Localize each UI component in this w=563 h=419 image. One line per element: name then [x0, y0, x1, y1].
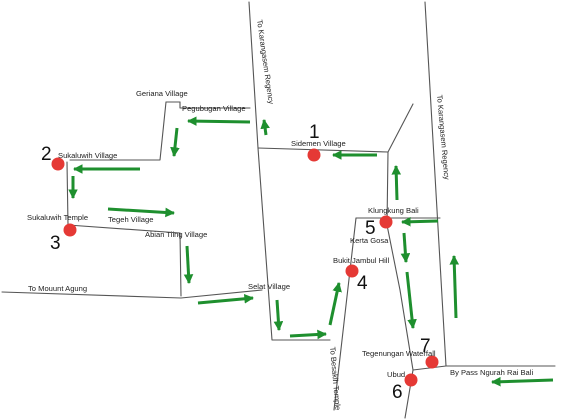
label-bukit-jambul-hill: Bukit Jambul Hill	[333, 256, 389, 265]
road-besakih	[333, 217, 357, 411]
road-karangasem-east	[424, 1, 556, 367]
road-to-karangasem-north	[248, 1, 331, 341]
stop-number: 7	[420, 336, 431, 357]
route-arrow	[405, 271, 417, 329]
label-ubud: Ubud	[387, 370, 405, 379]
stop-number: 6	[392, 382, 403, 403]
label-to-karangasem-regency: To Karangasem Regency	[255, 19, 276, 105]
road-geriana	[165, 101, 251, 109]
route-arrow	[273, 299, 284, 331]
label-to-karangasem-regency-east: To Karangasem Regency	[435, 94, 451, 180]
label-selat-village: Selat Village	[248, 282, 290, 291]
label-to-mount-agung: To Mouunt Agung	[28, 284, 87, 293]
label-tegenungan-waterfall: Tegenungan Waterfall	[362, 349, 436, 358]
stop-number: 3	[50, 233, 61, 254]
route-arrow	[107, 207, 175, 218]
stop-marker-sidemen[interactable]	[307, 148, 321, 162]
stop-marker-sukaluwih-temple[interactable]	[63, 223, 77, 237]
route-arrow	[391, 165, 402, 201]
stop-marker-klungkung[interactable]	[379, 215, 393, 229]
stop-number: 1	[309, 122, 320, 143]
label-pegubugan-village: Pegubugan Village	[182, 104, 246, 113]
stop-markers	[51, 148, 439, 387]
road-klungkung-to-ubud	[386, 224, 414, 371]
stop-marker-ubud[interactable]	[404, 373, 418, 387]
label-geriana-village: Geriana Village	[136, 89, 188, 98]
stop-number: 2	[41, 144, 52, 165]
stop-marker-tegenungan[interactable]	[425, 355, 439, 369]
route-arrow	[260, 119, 270, 136]
route-arrow	[401, 216, 439, 227]
route-arrow	[400, 232, 411, 263]
label-tegeh-village: Tegeh Village	[108, 215, 153, 224]
road-sukaluwih	[66, 161, 69, 226]
road-tegeh	[67, 224, 182, 297]
label-kerta-gosa: Kerta Gosa	[350, 236, 389, 245]
stop-marker-bukit-jambul[interactable]	[345, 264, 359, 278]
label-sidemen-village: Sidemen Village	[291, 139, 346, 148]
label-abian-tiing-village: Abian Tiing Village	[145, 230, 207, 239]
road-to-mount-agung	[1, 289, 263, 299]
stop-numbers: 1 2 3 4 5 6 7	[41, 122, 431, 403]
label-sukaluwih-village: Sukaluwih Village	[58, 151, 117, 160]
stop-number: 4	[357, 273, 368, 294]
label-bypass-ngurah-rai: By Pass Ngurah Rai Bali	[450, 368, 533, 377]
label-klungkung-bali: Klungkung Bali	[368, 206, 419, 215]
route-arrow	[328, 282, 342, 326]
route-arrow	[187, 116, 251, 126]
route-arrows	[68, 116, 554, 387]
route-arrow	[449, 255, 460, 319]
place-labels: Geriana Village Pegubugan Village Sukalu…	[27, 19, 533, 411]
route-arrow	[491, 376, 554, 387]
route-arrow	[197, 294, 254, 305]
route-arrow	[183, 245, 194, 284]
route-arrow	[289, 329, 327, 340]
route-arrow	[170, 127, 180, 157]
label-sukaluwih-temple: Sukaluwih Temple	[27, 213, 88, 222]
stop-number: 5	[365, 218, 376, 239]
road-sidemen-to-klungkung	[386, 151, 389, 226]
stop-marker-sukaluwih-village[interactable]	[51, 157, 65, 171]
